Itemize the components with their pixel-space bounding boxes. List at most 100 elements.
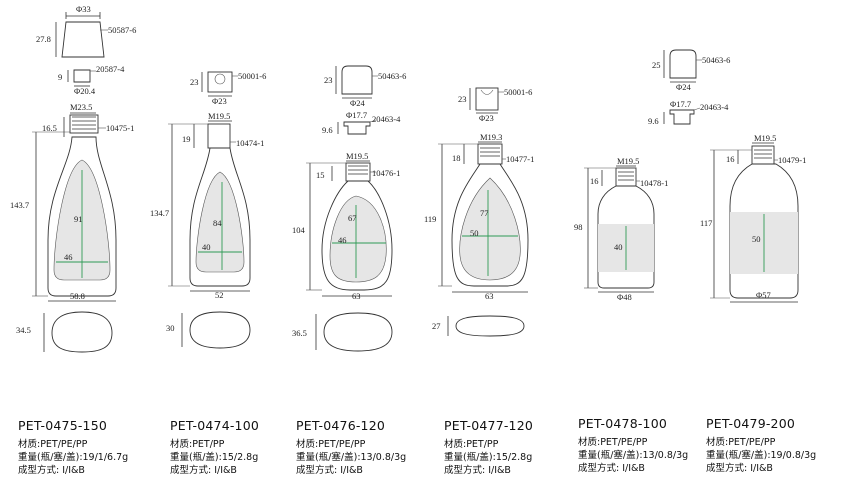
depth-label: 36.5 bbox=[292, 328, 307, 338]
material-text: 材质:PET/PE/PP bbox=[296, 439, 366, 450]
cap-0477: 50001-6 23 Φ23 bbox=[458, 87, 532, 123]
plug-dia-label: Φ17.7 bbox=[346, 110, 367, 120]
neck-0474: M19.5 10474-1 19 bbox=[182, 111, 264, 149]
neck-dia-label: M19.5 bbox=[208, 111, 230, 121]
neck-dia-label: M19.5 bbox=[754, 133, 776, 143]
model-name: PET-0477-120 bbox=[444, 418, 534, 433]
label-height-label: 67 bbox=[348, 213, 357, 223]
cap-code-label: 50001-6 bbox=[238, 71, 266, 81]
process-text: 成型方式: I/I&B bbox=[170, 465, 237, 476]
cap-dia-label: Φ33 bbox=[76, 4, 91, 14]
caption-0476: PET-0476-120 材质:PET/PE/PP 重量(瓶/塞/盖):13/0… bbox=[296, 418, 406, 477]
label-height-label: 91 bbox=[74, 214, 83, 224]
height-label: 98 bbox=[574, 222, 583, 232]
width-label: 52 bbox=[215, 290, 224, 300]
model-name: PET-0475-150 bbox=[18, 418, 108, 433]
plug-0479: Φ17.7 20463-4 9.6 bbox=[648, 99, 729, 126]
process-text: 成型方式: I/I&B bbox=[706, 463, 773, 474]
label-width-label: 40 bbox=[202, 242, 211, 252]
cap-height-label: 23 bbox=[458, 94, 467, 104]
caption-0478: PET-0478-100 材质:PET/PE/PP 重量(瓶/塞/盖):13/0… bbox=[578, 416, 688, 475]
cap-height-label: 23 bbox=[190, 77, 199, 87]
cap-0475: Φ33 50587-6 27.8 bbox=[36, 4, 136, 58]
depth-label: 27 bbox=[432, 321, 441, 331]
plug-height-label: 9 bbox=[58, 72, 62, 82]
width-label: 58.8 bbox=[70, 291, 85, 301]
plug-0475: 20587-4 9 Φ20.4 bbox=[58, 64, 125, 96]
model-name: PET-0478-100 bbox=[578, 416, 668, 431]
material-text: 材质:PET/PP bbox=[444, 439, 499, 450]
neck-code-label: 10476-1 bbox=[372, 168, 400, 178]
neck-dia-label: M23.5 bbox=[70, 102, 92, 112]
plug-height-label: 9.6 bbox=[648, 116, 659, 126]
neck-0479: M19.5 10479-1 16 bbox=[726, 133, 806, 165]
neck-dia-label: M19.3 bbox=[480, 132, 502, 142]
label-height-label: 77 bbox=[480, 208, 489, 218]
height-label: 117 bbox=[700, 218, 712, 228]
weight-text: 重量(瓶/塞/盖):19/0.8/3g bbox=[706, 450, 817, 461]
plug-0476: Φ17.7 20463-4 9.6 bbox=[322, 110, 401, 135]
cap-0476: 50463-6 23 Φ24 bbox=[324, 65, 406, 108]
neck-code-label: 10478-1 bbox=[640, 178, 668, 188]
material-text: 材质:PET/PE/PP bbox=[18, 439, 88, 450]
label-width-label: 46 bbox=[64, 252, 73, 262]
weight-text: 重量(瓶/盖):15/2.8g bbox=[170, 452, 259, 463]
model-name: PET-0476-120 bbox=[296, 418, 386, 433]
cap-code-label: 50587-6 bbox=[108, 25, 136, 35]
neck-code-label: 10477-1 bbox=[506, 154, 534, 164]
cap-dia-label: Φ23 bbox=[479, 113, 494, 123]
bottle-0478: M19.5 10478-1 16 40 98 Φ48 bbox=[574, 156, 668, 302]
cap-0479: 50463-6 25 Φ24 bbox=[652, 49, 730, 92]
bottle-0477: 50001-6 23 Φ23 M19.3 10477-1 18 77 50 11… bbox=[424, 87, 534, 337]
cap-code-label: 50001-6 bbox=[504, 87, 532, 97]
cap-height-label: 23 bbox=[324, 75, 333, 85]
neck-0475: M23.5 10475-1 16.5 bbox=[42, 102, 134, 137]
neck-height-label: 15 bbox=[316, 170, 325, 180]
width-label: 63 bbox=[485, 291, 494, 301]
process-text: 成型方式: I/I&B bbox=[296, 465, 363, 476]
depth-label: 34.5 bbox=[16, 325, 31, 335]
cap-dia-label: Φ24 bbox=[350, 98, 365, 108]
caption-0477: PET-0477-120 材质:PET/PP 重量(瓶/盖):15/2.8g 成… bbox=[444, 418, 533, 477]
weight-text: 重量(瓶/塞/盖):19/1/6.7g bbox=[18, 452, 129, 463]
cap-height-label: 25 bbox=[652, 60, 661, 70]
label-height-label: 84 bbox=[213, 218, 222, 228]
caption-0479: PET-0479-200 材质:PET/PE/PP 重量(瓶/塞/盖):19/0… bbox=[706, 416, 816, 475]
neck-height-label: 16.5 bbox=[42, 123, 57, 133]
plug-code-label: 20587-4 bbox=[96, 64, 125, 74]
process-text: 成型方式: I/I&B bbox=[578, 463, 645, 474]
label-width-label: 46 bbox=[338, 235, 347, 245]
model-name: PET-0474-100 bbox=[170, 418, 260, 433]
model-name: PET-0479-200 bbox=[706, 416, 796, 431]
width-label: Φ48 bbox=[617, 292, 632, 302]
width-label: Φ57 bbox=[756, 290, 771, 300]
cap-dia-label: Φ23 bbox=[212, 96, 227, 106]
label-height-label: 40 bbox=[614, 242, 623, 252]
neck-height-label: 16 bbox=[726, 154, 735, 164]
neck-height-label: 19 bbox=[182, 134, 191, 144]
material-text: 材质:PET/PE/PP bbox=[578, 437, 648, 448]
neck-code-label: 10474-1 bbox=[236, 138, 264, 148]
cap-dia-label: Φ24 bbox=[676, 82, 691, 92]
plug-code-label: 20463-4 bbox=[700, 102, 729, 112]
material-text: 材质:PET/PE/PP bbox=[706, 437, 776, 448]
neck-code-label: 10475-1 bbox=[106, 123, 134, 133]
cap-code-label: 50463-6 bbox=[378, 71, 406, 81]
depth-label: 30 bbox=[166, 323, 175, 333]
height-label: 104 bbox=[292, 225, 306, 235]
neck-height-label: 18 bbox=[452, 153, 461, 163]
label-height-label: 50 bbox=[752, 234, 761, 244]
width-label: 63 bbox=[352, 291, 361, 301]
process-text: 成型方式: I/I&B bbox=[444, 465, 511, 476]
height-label: 134.7 bbox=[150, 208, 169, 218]
neck-height-label: 16 bbox=[590, 176, 599, 186]
height-label: 143.7 bbox=[10, 200, 29, 210]
neck-0476: M19.5 10476-1 15 bbox=[316, 151, 400, 182]
neck-code-label: 10479-1 bbox=[778, 155, 806, 165]
cap-height-label: 27.8 bbox=[36, 34, 51, 44]
weight-text: 重量(瓶/塞/盖):13/0.8/3g bbox=[578, 450, 689, 461]
bottle-0476: 50463-6 23 Φ24 Φ17.7 20463-4 9.6 M19.5 1… bbox=[292, 65, 406, 352]
plug-code-label: 20463-4 bbox=[372, 114, 401, 124]
plug-dia-label: Φ20.4 bbox=[74, 86, 96, 96]
